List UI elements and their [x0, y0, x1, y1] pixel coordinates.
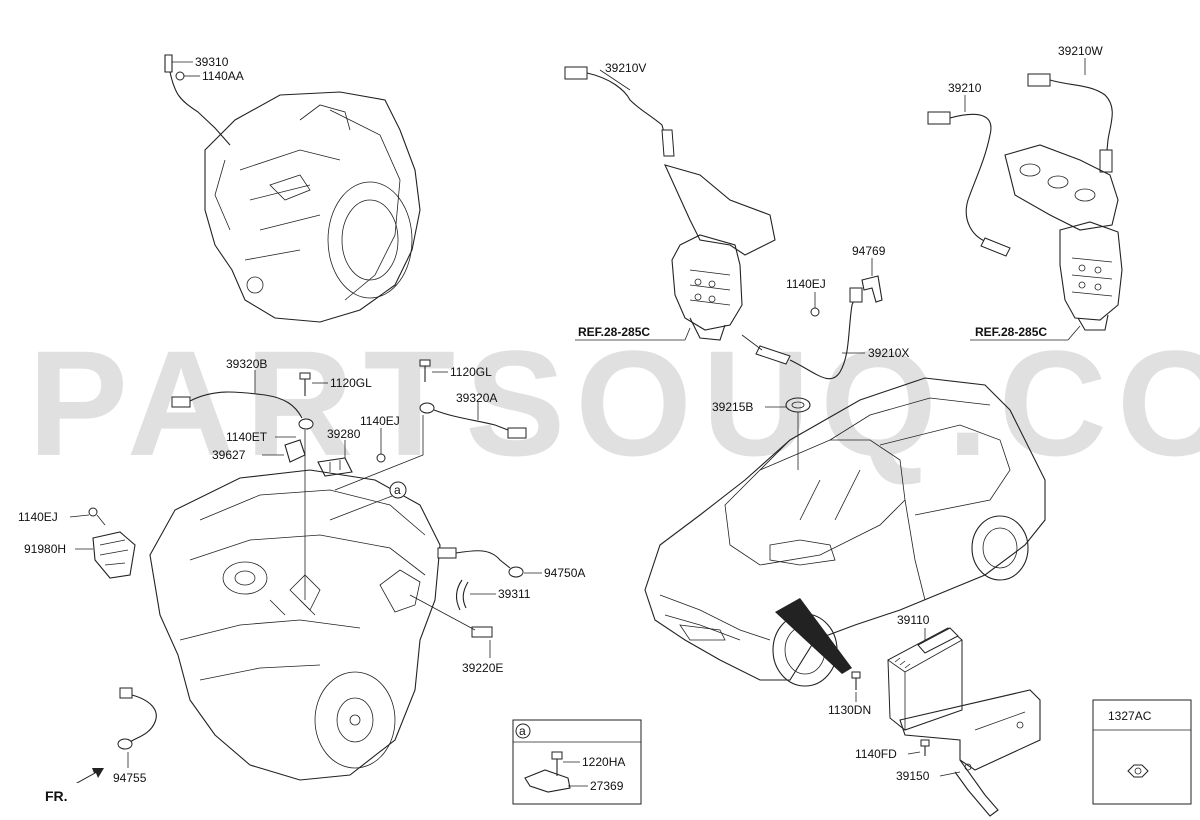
- label-39215B: 39215B: [712, 400, 753, 414]
- ref-left: REF.28-285C: [578, 325, 650, 339]
- sensor-39310: [164, 54, 231, 146]
- oxygen-sensor-39210: [927, 111, 1011, 257]
- inset-1327AC: 1327AC: [1092, 699, 1192, 805]
- watermark: PARTSOUQ.COM: [28, 319, 1200, 487]
- label-39210: 39210: [948, 81, 982, 95]
- sensor-94755: [117, 687, 157, 750]
- label-1140AA: 1140AA: [202, 69, 244, 83]
- label-94769: 94769: [852, 244, 886, 258]
- label-39110: 39110: [897, 613, 930, 627]
- label-91980H: 91980H: [24, 542, 66, 556]
- label-39311: 39311: [498, 587, 531, 601]
- vehicle-illustration: [644, 377, 1046, 687]
- wiring-bracket-91980H: [92, 531, 136, 579]
- label-27369: 27369: [590, 779, 624, 793]
- svg-text:a: a: [394, 483, 401, 497]
- label-94755: 94755: [113, 771, 147, 785]
- svg-text:FR.: FR.: [45, 788, 68, 804]
- oxygen-sensor-39210W: [1027, 73, 1113, 173]
- engine-illustration: [149, 469, 441, 781]
- transmission-illustration: [204, 91, 421, 323]
- label-39150: 39150: [896, 769, 930, 783]
- catalytic-converter-left: [664, 164, 776, 341]
- sensor-94750A: [437, 547, 524, 578]
- bolt-1220HA: [551, 751, 563, 776]
- label-39320A: 39320A: [456, 391, 497, 405]
- inset-a-marker: a: [519, 724, 526, 738]
- bolt-1120GL-b: [419, 359, 431, 382]
- label-39210V: 39210V: [605, 61, 646, 75]
- label-1220HA: 1220HA: [582, 755, 625, 769]
- ecu-39110: [887, 627, 963, 731]
- label-1120GL-a: 1120GL: [330, 376, 372, 390]
- oxygen-sensor-39210X: [755, 287, 863, 380]
- oxygen-sensor-39320B: [171, 391, 314, 430]
- oxygen-sensor-39210V: [564, 66, 675, 157]
- label-94750A: 94750A: [544, 566, 585, 580]
- label-1140EJ-top: 1140EJ: [786, 277, 826, 291]
- label-39320B: 39320B: [226, 357, 267, 371]
- sensor-39311: [455, 579, 469, 611]
- bracket-39627: [284, 439, 306, 463]
- label-1130DN: 1130DN: [828, 703, 871, 717]
- label-39210X: 39210X: [868, 346, 909, 360]
- label-1140FD: 1140FD: [855, 747, 897, 761]
- ecu-bracket-39150: [899, 689, 1041, 817]
- callout-a: a: [389, 481, 407, 499]
- sensor-39220E: [471, 626, 493, 638]
- sensor-39280: [317, 457, 353, 477]
- label-39220E: 39220E: [462, 661, 503, 675]
- bracket-94769: [861, 275, 883, 303]
- inset-detail-a: a 1220HA 27369: [512, 719, 642, 805]
- label-1120GL-b: 1120GL: [450, 365, 492, 379]
- bolt-1130DN: [851, 671, 861, 690]
- label-1140ET: 1140ET: [226, 430, 268, 444]
- oxygen-sensor-39320A: [419, 402, 527, 439]
- label-1327AC: 1327AC: [1108, 709, 1152, 723]
- bolt-1140FD: [920, 739, 930, 756]
- label-39310: 39310: [195, 55, 229, 69]
- label-39627: 39627: [212, 448, 246, 462]
- nut-icon: [1127, 764, 1149, 778]
- front-direction-indicator: FR.: [45, 768, 104, 804]
- catalytic-converter-right: [1004, 144, 1123, 331]
- ref-right: REF.28-285C: [975, 325, 1047, 339]
- label-39280: 39280: [327, 427, 361, 441]
- bolt-1120GL-a: [299, 372, 311, 396]
- label-39210W: 39210W: [1058, 44, 1103, 58]
- bracket-27369: [524, 769, 571, 793]
- ecu-location-arrow: [775, 598, 852, 674]
- label-1140EJ-mid: 1140EJ: [360, 414, 400, 428]
- label-1140EJ-left: 1140EJ: [18, 510, 58, 524]
